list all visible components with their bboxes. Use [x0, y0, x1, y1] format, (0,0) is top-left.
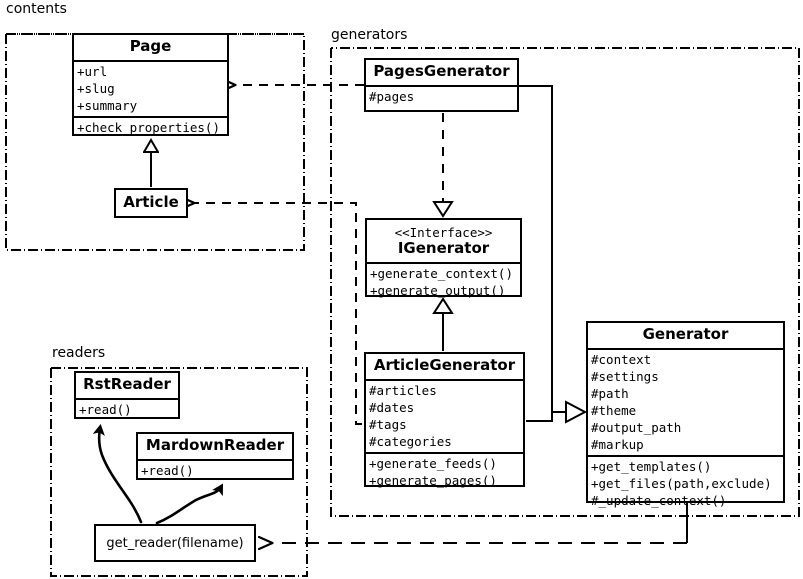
class-methods-igenerator: +generate_context() +generate_output() — [367, 261, 520, 301]
class-name-igenerator: IGenerator — [397, 239, 490, 257]
class-attributes-page: +url +slug +summary — [74, 59, 227, 116]
class-title-page: Page — [129, 37, 172, 55]
class-box-mardownreader[interactable]: MardownReader +read() — [136, 432, 294, 480]
attribute-item: #markup — [591, 436, 644, 452]
edge-articlegenerator-extends-generator — [526, 400, 588, 424]
class-methods-page: +check_properties() — [74, 115, 227, 138]
method-item: +check_properties() — [77, 119, 220, 135]
class-box-article[interactable]: Article — [114, 188, 188, 218]
method-item: +generate_context() — [370, 265, 513, 281]
attribute-item: #theme — [591, 402, 637, 418]
attribute-item: +summary — [77, 97, 138, 113]
function-label-get-reader: get_reader(filename) — [106, 535, 244, 551]
attribute-item: #categories — [369, 433, 452, 449]
class-methods-rstreader: +read() — [76, 397, 178, 420]
function-box-get-reader[interactable]: get_reader(filename) — [94, 524, 256, 562]
class-title-pagesgenerator: PagesGenerator — [373, 62, 510, 80]
package-label-readers: readers — [52, 345, 106, 361]
method-item: #_update_context() — [591, 492, 727, 508]
method-item: +generate_feeds() — [369, 455, 497, 471]
package-label-generators: generators — [331, 27, 408, 43]
edge-getreader-returns-rstreader — [99, 428, 143, 524]
class-methods-mardownreader: +read() — [138, 458, 292, 481]
class-title-articlegenerator: ArticleGenerator — [373, 356, 516, 374]
method-item: +get_templates() — [591, 458, 712, 474]
class-attributes-generator: #context #settings #path #theme #output_… — [588, 347, 783, 455]
class-box-articlegenerator[interactable]: ArticleGenerator #articles #dates #tags … — [364, 352, 525, 488]
method-item: +get_files(path,exclude) — [591, 475, 772, 491]
class-box-igenerator[interactable]: <<Interface>> IGenerator +generate_conte… — [365, 218, 522, 298]
class-attributes-pagesgenerator: #pages — [366, 84, 517, 107]
class-title-igenerator: <<Interface>> IGenerator — [367, 220, 520, 262]
method-item: +read() — [79, 401, 132, 417]
attribute-item: #articles — [369, 382, 437, 398]
method-item: +generate_output() — [370, 282, 506, 298]
edge-getreader-returns-mardownreader — [155, 487, 221, 525]
package-border-generators — [330, 47, 800, 517]
attribute-item: #dates — [369, 399, 415, 415]
edge-articlegenerator-extends-igenerator — [432, 297, 454, 351]
class-title-rstreader: RstReader — [83, 375, 171, 393]
class-box-page[interactable]: Page +url +slug +summary +check_properti… — [72, 33, 229, 136]
class-title-mardownreader: MardownReader — [145, 436, 285, 454]
class-methods-articlegenerator: +generate_feeds() +generate_pages() — [366, 451, 523, 491]
method-item: +generate_pages() — [369, 472, 497, 488]
class-title-article: Article — [123, 193, 179, 212]
package-label-contents: contents — [6, 1, 67, 17]
class-box-rstreader[interactable]: RstReader +read() — [74, 371, 180, 419]
attribute-item: #context — [591, 351, 652, 367]
class-title-generator: Generator — [642, 325, 729, 343]
class-methods-generator: +get_templates() +get_files(path,exclude… — [588, 454, 783, 511]
class-box-generator[interactable]: Generator #context #settings #path #them… — [586, 321, 785, 508]
attribute-item: #tags — [369, 416, 407, 432]
attribute-item: #path — [591, 385, 629, 401]
edge-pagesgenerator-implements-igenerator — [432, 113, 454, 218]
method-item: +read() — [141, 462, 194, 478]
attribute-item: +url — [77, 63, 108, 79]
attribute-item: #settings — [591, 368, 659, 384]
edge-generator-uses-getreader — [272, 503, 688, 543]
attribute-item: #pages — [369, 88, 415, 104]
attribute-item: #output_path — [591, 419, 682, 435]
class-stereotype-igenerator: <<Interface>> — [394, 225, 493, 240]
attribute-item: +slug — [77, 80, 115, 96]
edge-pagesgenerator-extends-generator — [519, 85, 566, 413]
class-box-pagesgenerator[interactable]: PagesGenerator #pages — [364, 58, 519, 112]
edge-articlegenerator-uses-article — [194, 203, 362, 425]
package-border-readers — [50, 367, 308, 577]
class-attributes-articlegenerator: #articles #dates #tags #categories — [366, 378, 523, 452]
